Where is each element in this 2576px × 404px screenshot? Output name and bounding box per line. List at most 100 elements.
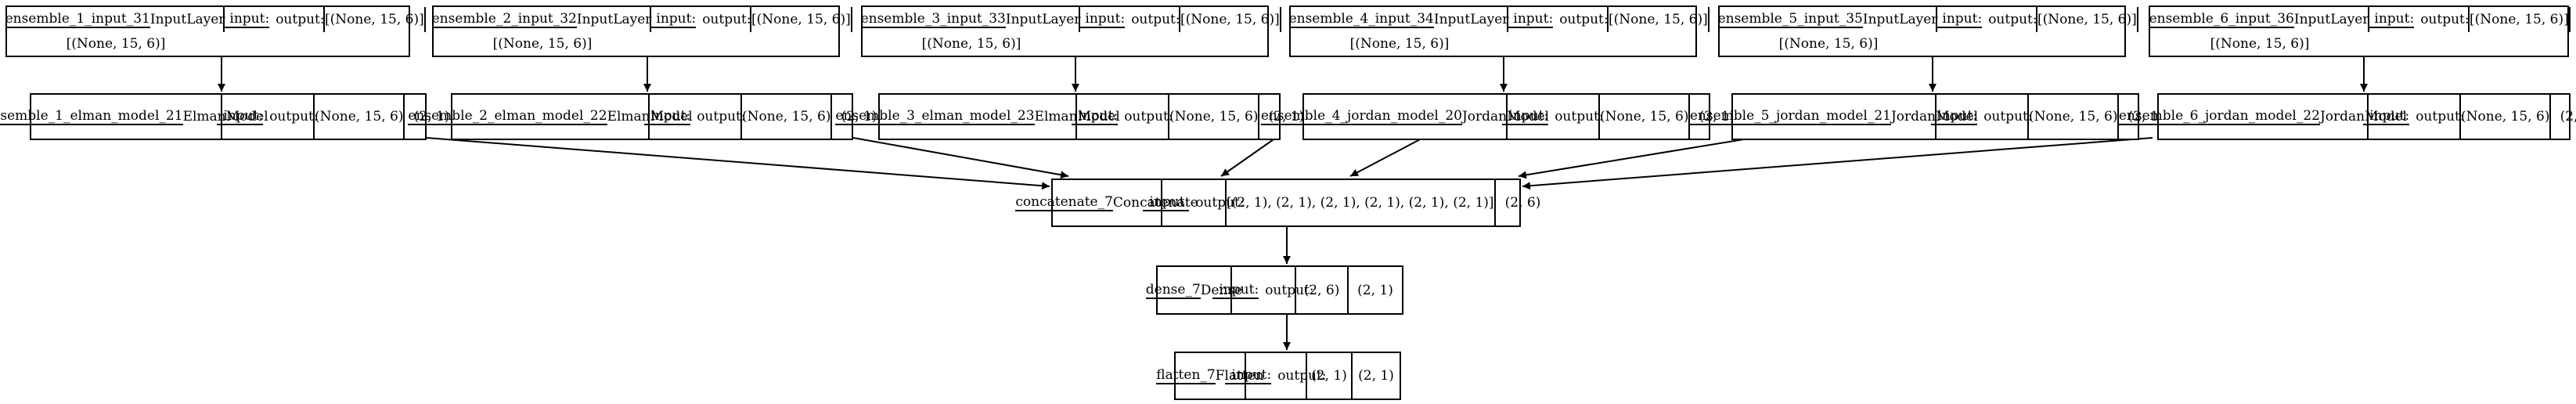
input-label: input: — [1212, 282, 1259, 299]
input-label: input: — [1931, 108, 1978, 125]
input-label: input: — [1079, 11, 1126, 28]
node-class: ElmanModel — [1034, 109, 1120, 124]
input-shape: (2, 6) — [1296, 267, 1349, 313]
node-name: ensemble_2_elman_model_22 — [408, 108, 607, 125]
node-class: JordanModel — [1461, 109, 1550, 124]
edge-elman1-concat — [426, 137, 1050, 190]
output-label: output: — [1277, 368, 1327, 384]
input-shape: (None, 15, 6) — [2461, 95, 2552, 139]
node-name: concatenate_7 — [1015, 194, 1113, 211]
output-shape: [(None, 15, 6)] — [1778, 36, 1879, 52]
input-label: input: — [1507, 11, 1554, 28]
input-label: input: — [1225, 367, 1272, 384]
output-label: output: — [1195, 195, 1245, 211]
node-class: ElmanModel — [182, 109, 268, 124]
input-shape: [(None, 15, 6)] — [1180, 7, 1281, 32]
output-label: output: — [1131, 12, 1180, 27]
input-label: input: — [650, 11, 697, 28]
node-name: dense_7 — [1145, 281, 1201, 299]
output-label: output: — [1124, 109, 1173, 124]
node-class: ElmanModel — [607, 109, 693, 124]
node-name: ensemble_5_input_35 — [1717, 11, 1863, 28]
output-label: output: — [1983, 109, 2033, 124]
output-label: output: — [1988, 12, 2037, 27]
node-name: ensemble_3_elman_model_23 — [835, 108, 1035, 125]
input-shape: [(None, 15, 6)] — [325, 7, 426, 32]
output-label: output: — [269, 109, 319, 124]
node-class: JordanModel — [2319, 109, 2408, 124]
node-class: Concatenate — [1112, 195, 1198, 211]
output-shape: [(None, 15, 6)] — [492, 36, 593, 52]
node-class: InputLayer — [150, 12, 225, 27]
input-label: input: — [1143, 194, 1190, 211]
output-shape: (2, 1) — [1358, 368, 1394, 384]
output-shape: (2, 1) — [413, 109, 450, 124]
node-name: ensemble_1_elman_model_21 — [0, 108, 183, 125]
input-shape: [(None, 15, 6)] — [1609, 7, 1710, 32]
input-shape: [(2, 1), (2, 1), (2, 1), (2, 1), (2, 1),… — [1227, 180, 1496, 225]
input-label: input: — [2368, 11, 2415, 28]
output-shape: [(None, 15, 6)] — [2210, 36, 2310, 52]
edge-jordan5-concat — [1518, 137, 1754, 179]
output-shape: (2, 1) — [1268, 109, 1305, 124]
output-shape: (2, 1) — [1699, 109, 1735, 124]
output-label: output: — [702, 12, 751, 27]
node-class: InputLayer — [1862, 12, 1938, 27]
node-class: InputLayer — [576, 12, 652, 27]
input-shape: (2, 1) — [1307, 353, 1353, 399]
edge-jordan6-concat — [1522, 137, 2153, 190]
input-label: input: — [1936, 11, 1983, 28]
node-class: InputLayer — [2293, 12, 2369, 27]
node-name: ensemble_1_input_31 — [5, 11, 150, 28]
input-label: input: — [644, 108, 691, 125]
input-shape: [(None, 15, 6)] — [2470, 7, 2571, 32]
output-shape: (2, 1) — [2127, 109, 2164, 124]
node-class: Dense — [1200, 282, 1243, 298]
input-shape: (None, 15, 6) — [315, 95, 405, 139]
output-label: output: — [276, 12, 325, 27]
node-name: ensemble_4_jordan_model_20 — [1260, 108, 1462, 125]
edge-elman2-concat — [852, 137, 1069, 179]
output-shape: [(None, 15, 6)] — [1349, 36, 1450, 52]
output-label: output: — [2416, 109, 2465, 124]
output-shape: (2, 1) — [2560, 109, 2576, 124]
node-name: ensemble_5_jordan_model_21 — [1689, 108, 1891, 125]
node-name: ensemble_4_input_34 — [1288, 11, 1434, 28]
node-name: ensemble_6_input_36 — [2149, 11, 2294, 28]
output-label: output: — [1265, 282, 1314, 298]
input-label: input: — [223, 11, 270, 28]
output-shape: (2, 1) — [1357, 282, 1393, 298]
node-class: Flatten — [1215, 368, 1264, 384]
output-shape: [(None, 15, 6)] — [66, 36, 166, 52]
input-shape: (None, 15, 6) — [1169, 95, 1260, 139]
node-name: ensemble_6_jordan_model_22 — [2118, 108, 2320, 125]
output-shape: (2, 1) — [841, 109, 877, 124]
node-class: JordanModel — [1890, 109, 1979, 124]
output-label: output: — [1555, 109, 1604, 124]
node-name: ensemble_2_input_32 — [431, 11, 577, 28]
input-shape: (None, 15, 6) — [2029, 95, 2120, 139]
input-label: input: — [2363, 108, 2410, 125]
input-shape: (None, 15, 6) — [742, 95, 833, 139]
input-label: input: — [1502, 108, 1549, 125]
node-class: InputLayer — [1005, 12, 1081, 27]
output-label: output: — [697, 109, 746, 124]
output-label: output: — [2420, 12, 2470, 27]
output-label: output: — [1559, 12, 1609, 27]
edge-elman3-concat — [1220, 137, 1277, 177]
